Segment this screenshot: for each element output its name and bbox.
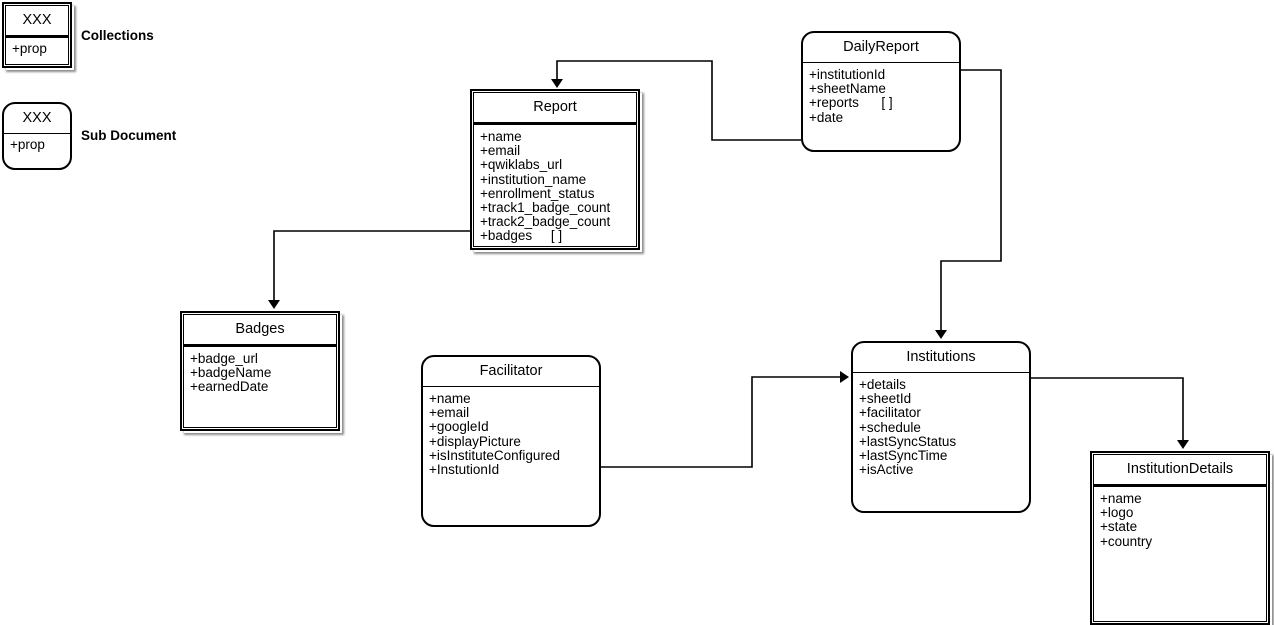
class-property: +country — [1100, 533, 1153, 549]
class-node-title: InstitutionDetails — [1094, 455, 1266, 487]
class-property: +googleId — [429, 419, 489, 435]
class-node-daily-report[interactable]: DailyReport+institutionId+sheetName+repo… — [801, 31, 961, 152]
class-property: +lastSyncTime — [859, 448, 948, 464]
connector-arrowhead — [268, 300, 280, 309]
class-node-title: Facilitator — [423, 357, 599, 387]
connector-line — [601, 376, 845, 468]
connector-arrowhead — [551, 79, 563, 88]
class-node-properties: +name+email+qwiklabs_url+institution_nam… — [474, 125, 636, 246]
connector-arrowhead — [935, 330, 947, 339]
class-node-facilitator[interactable]: Facilitator+name+email+googleId+displayP… — [421, 355, 601, 527]
class-node-title: XXX — [4, 104, 70, 134]
class-property: +track1_badge_count — [480, 200, 611, 216]
connector-line — [273, 230, 470, 305]
class-property: +qwiklabs_url — [480, 157, 563, 173]
class-node-institutions[interactable]: Institutions+details+sheetId+facilitator… — [851, 341, 1031, 513]
class-property: +prop — [10, 137, 45, 152]
class-node-legend-subdoc[interactable]: XXX +prop — [2, 102, 72, 170]
connector-arrowhead — [1177, 440, 1189, 449]
class-node-title: XXX — [6, 6, 68, 38]
class-property: +InstutionId — [429, 462, 500, 478]
class-node-report[interactable]: Report+name+email+qwiklabs_url+instituti… — [470, 89, 640, 250]
class-node-title: Report — [474, 93, 636, 125]
legend-label-legend-subdoc: Sub Document — [81, 128, 177, 143]
class-node-legend-collection[interactable]: XXX +prop — [2, 2, 72, 68]
class-property: +name — [1100, 491, 1142, 506]
class-node-properties: +name+logo+state+country — [1094, 487, 1266, 621]
class-property: +sheetId — [859, 391, 912, 407]
class-node-properties: +badge_url+badgeName+earnedDate — [184, 347, 336, 427]
edge-facilitator-to-institutions — [601, 371, 849, 468]
class-property: +logo — [1100, 505, 1134, 521]
class-property: +displayPicture — [429, 433, 521, 449]
class-node-inner: Facilitator+name+email+googleId+displayP… — [423, 357, 599, 525]
class-node-inner: XXX +prop — [5, 5, 69, 65]
class-property: +badges [ ] — [480, 228, 563, 244]
legend-label-legend-collection: Collections — [81, 28, 154, 43]
class-property: +name — [429, 391, 471, 406]
class-node-properties: +name+email+googleId+displayPicture+isIn… — [423, 387, 599, 525]
connector-line — [1031, 377, 1184, 445]
class-node-badges[interactable]: Badges+badge_url+badgeName+earnedDate — [180, 311, 340, 431]
class-node-institution-details[interactable]: InstitutionDetails+name+logo+state+count… — [1090, 451, 1270, 625]
class-property: +badge_url — [190, 351, 258, 366]
class-node-properties: +prop — [4, 134, 70, 168]
class-property: +institution_name — [480, 171, 587, 187]
class-node-inner: Report+name+email+qwiklabs_url+instituti… — [473, 92, 637, 247]
class-property: +facilitator — [859, 405, 921, 421]
class-property: +state — [1100, 519, 1138, 535]
class-property: +earnedDate — [190, 379, 269, 395]
class-property: +isActive — [859, 462, 914, 478]
class-node-inner: Badges+badge_url+badgeName+earnedDate — [183, 314, 337, 428]
class-property: +lastSyncStatus — [859, 433, 957, 449]
class-node-inner: InstitutionDetails+name+logo+state+count… — [1093, 454, 1267, 622]
class-property: +prop — [12, 41, 47, 56]
class-node-properties: +prop — [6, 38, 68, 64]
class-node-inner: Institutions+details+sheetId+facilitator… — [853, 343, 1029, 511]
class-node-inner: XXX +prop — [4, 104, 70, 168]
class-property: +email — [480, 143, 521, 159]
class-node-title: Institutions — [853, 343, 1029, 373]
class-property: +schedule — [859, 419, 921, 435]
class-property: +email — [429, 405, 470, 421]
class-node-properties: +details+sheetId+facilitator+schedule+la… — [853, 373, 1029, 511]
class-property: +isInstituteConfigured — [429, 447, 560, 463]
class-property: +track2_badge_count — [480, 214, 611, 230]
class-node-inner: DailyReport+institutionId+sheetName+repo… — [803, 33, 959, 150]
class-node-title: Badges — [184, 315, 336, 347]
class-node-properties: +institutionId+sheetName+reports [ ]+dat… — [803, 63, 959, 150]
class-property: +enrollment_status — [480, 185, 595, 201]
edge-report-to-badges — [268, 230, 470, 309]
class-property: +name — [480, 129, 522, 144]
class-property: +date — [809, 109, 844, 125]
class-property: +institutionId — [809, 67, 886, 82]
class-node-title: DailyReport — [803, 33, 959, 63]
class-property: +sheetName — [809, 81, 886, 97]
class-property: +reports [ ] — [809, 95, 893, 111]
class-property: +badgeName — [190, 365, 272, 381]
edge-institutions-to-institutiondetails — [1031, 377, 1189, 449]
connector-arrowhead — [840, 371, 849, 383]
class-property: +details — [859, 377, 906, 392]
